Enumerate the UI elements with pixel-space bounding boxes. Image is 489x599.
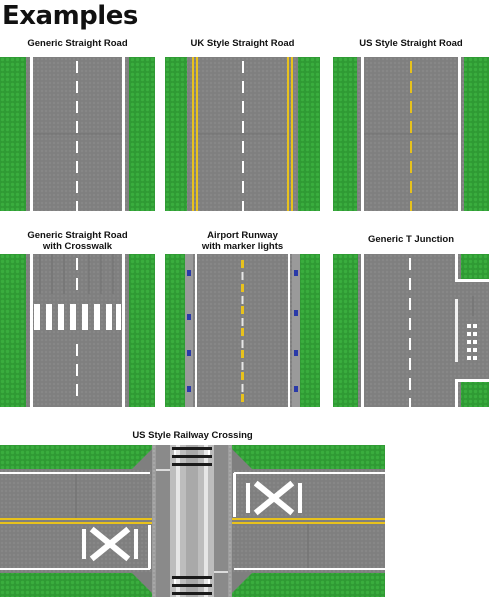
caption-us-style-railway-crossing: US Style Railway Crossing (132, 430, 253, 441)
caption-uk-style-straight-road: UK Style Straight Road (190, 38, 295, 49)
caption-generic-straight-road: Generic Straight Road (27, 38, 128, 49)
caption-us-style-straight-road: US Style Straight Road (359, 38, 463, 49)
caption-generic-straight-road-crosswalk-line2: with Crosswalk (42, 241, 113, 252)
tile-generic-straight-road-crosswalk (0, 254, 155, 407)
tile-generic-straight-road (0, 57, 155, 211)
caption-airport-runway-line1: Airport Runway (207, 230, 278, 241)
caption-airport-runway-line2: with marker lights (201, 241, 284, 252)
page-title: Examples (2, 1, 138, 31)
tile-generic-t-junction (333, 254, 489, 407)
tile-uk-style-straight-road (165, 57, 320, 211)
caption-generic-straight-road-crosswalk-line1: Generic Straight Road (27, 230, 128, 241)
tile-airport-runway (165, 254, 320, 407)
caption-generic-t-junction: Generic T Junction (367, 234, 455, 245)
tile-us-style-straight-road (333, 57, 489, 211)
tile-us-style-railway-crossing (0, 445, 385, 597)
